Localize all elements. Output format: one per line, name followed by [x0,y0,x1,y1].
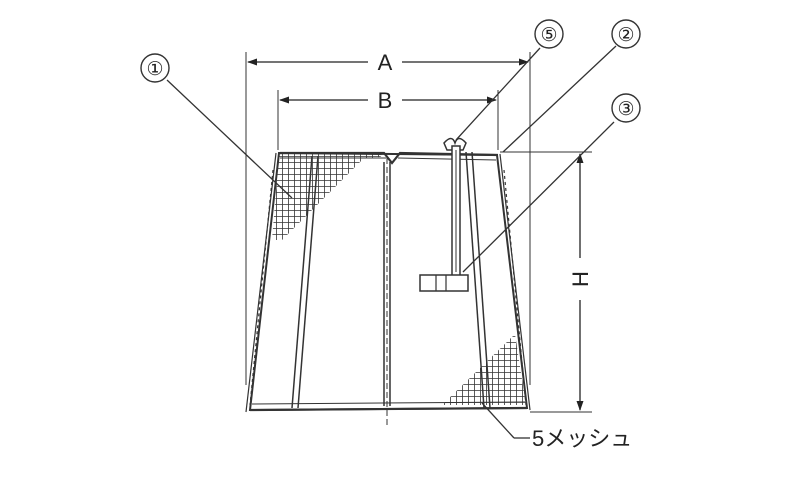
mesh-note-label: 5メッシュ [532,426,632,451]
callout-1-label: ① [146,59,163,80]
dimension-b: B [277,88,499,150]
handle-assembly [419,137,469,292]
clip-bracket [419,274,469,292]
dimension-b-label: B [378,88,393,113]
callout-3-label: ③ [617,99,634,120]
callout-1: ① [140,53,170,83]
callout-2: ② [611,19,641,49]
callout-2-label: ② [617,25,634,46]
mesh-upper-left [272,154,384,240]
callout-5: ⑤ [534,19,564,49]
dimension-h: H [500,151,593,413]
dimension-a: A [245,50,531,385]
callout-3: ③ [611,93,641,123]
dimension-h-label: H [568,271,593,287]
basket-body [245,151,531,425]
mesh-lower-right [442,334,526,405]
callout-5-label: ⑤ [540,25,557,46]
leader-lines [166,45,617,439]
dimension-a-label: A [378,50,393,75]
